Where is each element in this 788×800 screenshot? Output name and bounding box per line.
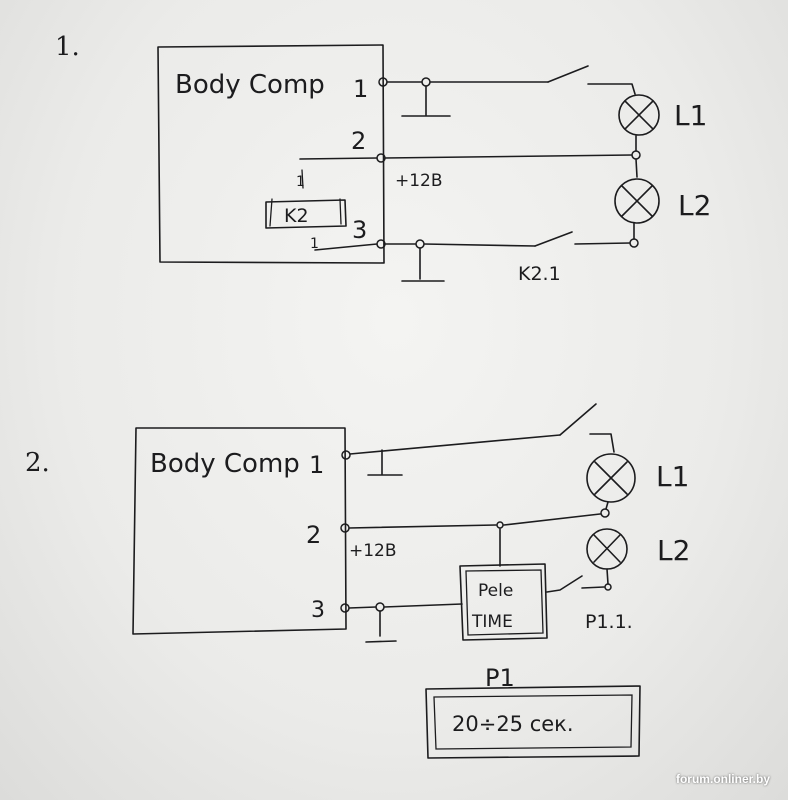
wire-l1-l2-d1 [635, 135, 638, 178]
relay-box-d2 [459, 563, 548, 641]
lamp-l1-label-d1: L1 [674, 99, 707, 132]
relay-supply-node-d2 [496, 521, 504, 529]
body-comp-box-1 [157, 44, 385, 264]
diagram-2-index: 2. [25, 448, 50, 478]
relay-line1-d2: Pele [478, 581, 513, 601]
relay-line2-d2: TIME [471, 612, 513, 632]
timer-label: 20÷25 сек. [452, 712, 574, 736]
relay-k2-pin-b: 1 [310, 236, 319, 252]
ground-symbol-1-d1 [401, 85, 451, 117]
pin-2-label-d1: 2 [351, 127, 366, 155]
switch-1-d1 [547, 65, 589, 83]
contact-k21-label: K2.1 [518, 263, 561, 285]
l1-l2-junction-d2 [600, 508, 610, 518]
relay-k2-coil [265, 199, 347, 229]
wire-pin3-d2 [348, 603, 463, 609]
body-comp-title-1: Body Comp [175, 70, 325, 100]
ground-node-1-d1 [421, 77, 431, 87]
lamp-l2-d2 [586, 528, 628, 570]
watermark: forum.onliner.by [675, 772, 770, 786]
relay-k2-lead-top [301, 169, 304, 189]
lamp-l2-label-d2: L2 [657, 534, 690, 567]
wire-to-l1-d2 [589, 433, 615, 453]
wire-l1-l2-d2 [605, 501, 609, 510]
ground-symbol-3-d1 [401, 247, 445, 282]
voltage-label-d1: +12B [395, 171, 443, 191]
timer-box-outer [425, 685, 641, 759]
pin-2-label-d2: 2 [306, 521, 321, 549]
body-comp-title-2: Body Comp [150, 449, 300, 479]
contact-p11-label: P1.1. [585, 611, 633, 633]
l2-terminal-d2 [604, 583, 612, 591]
ground-symbol-3-d2 [365, 610, 397, 643]
wire-pin2-d2 [348, 513, 601, 529]
lamp-l2-d1 [614, 178, 660, 224]
pin-1-label-d1: 1 [353, 75, 368, 103]
switch-k21-d1 [534, 231, 573, 247]
voltage-label-d2: +12B [349, 541, 397, 561]
timer-box-inner [433, 694, 633, 750]
pin-3-label-d1: 3 [352, 216, 367, 244]
pin-3-terminal-d2 [340, 603, 350, 613]
pin-1-label-d2: 1 [309, 451, 324, 479]
contact-p11-d2 [546, 575, 583, 593]
lamp-l1-label-d2: L1 [656, 460, 689, 493]
relay-k2-pin-a: 1 [296, 174, 305, 190]
lamp-l2-label-d1: L2 [678, 189, 711, 222]
l1-l2-junction-d1 [631, 150, 641, 160]
lamp-l1-d1 [618, 94, 660, 136]
relay-k2-coil-inner [269, 198, 342, 227]
diagram-2: 2. Body Comp 1 2 3 L1 +12B L2 [25, 403, 690, 759]
pin-3-label-d2: 3 [311, 598, 325, 623]
body-comp-box-2 [132, 427, 347, 635]
ground-symbol-1-d2 [367, 449, 403, 476]
wire-contact-l2-d2 [581, 586, 605, 589]
relay-k2-label: K2 [284, 205, 309, 227]
lamp-l1-d2 [586, 453, 636, 503]
pin-1-terminal-d2 [341, 450, 351, 460]
l2-terminal-d1 [629, 238, 639, 248]
ground-node-3-d1 [415, 239, 425, 249]
wire-l2-bottom-d2 [606, 568, 609, 585]
wire-pin3-d1 [314, 243, 536, 251]
wire-pin1-d2 [349, 434, 561, 455]
wire-to-l2-d1 [574, 242, 631, 245]
diagram-1: 1. Body Comp 1 2 3 L1 +12B L2 [55, 32, 711, 285]
relay-box-inner-d2 [465, 569, 544, 636]
wire-pin2-d1 [299, 154, 633, 160]
switch-1-d2 [559, 403, 597, 436]
diagram-1-index: 1. [55, 32, 80, 62]
wire-to-l1-d1 [587, 83, 636, 95]
ground-node-3-d2 [375, 602, 385, 612]
